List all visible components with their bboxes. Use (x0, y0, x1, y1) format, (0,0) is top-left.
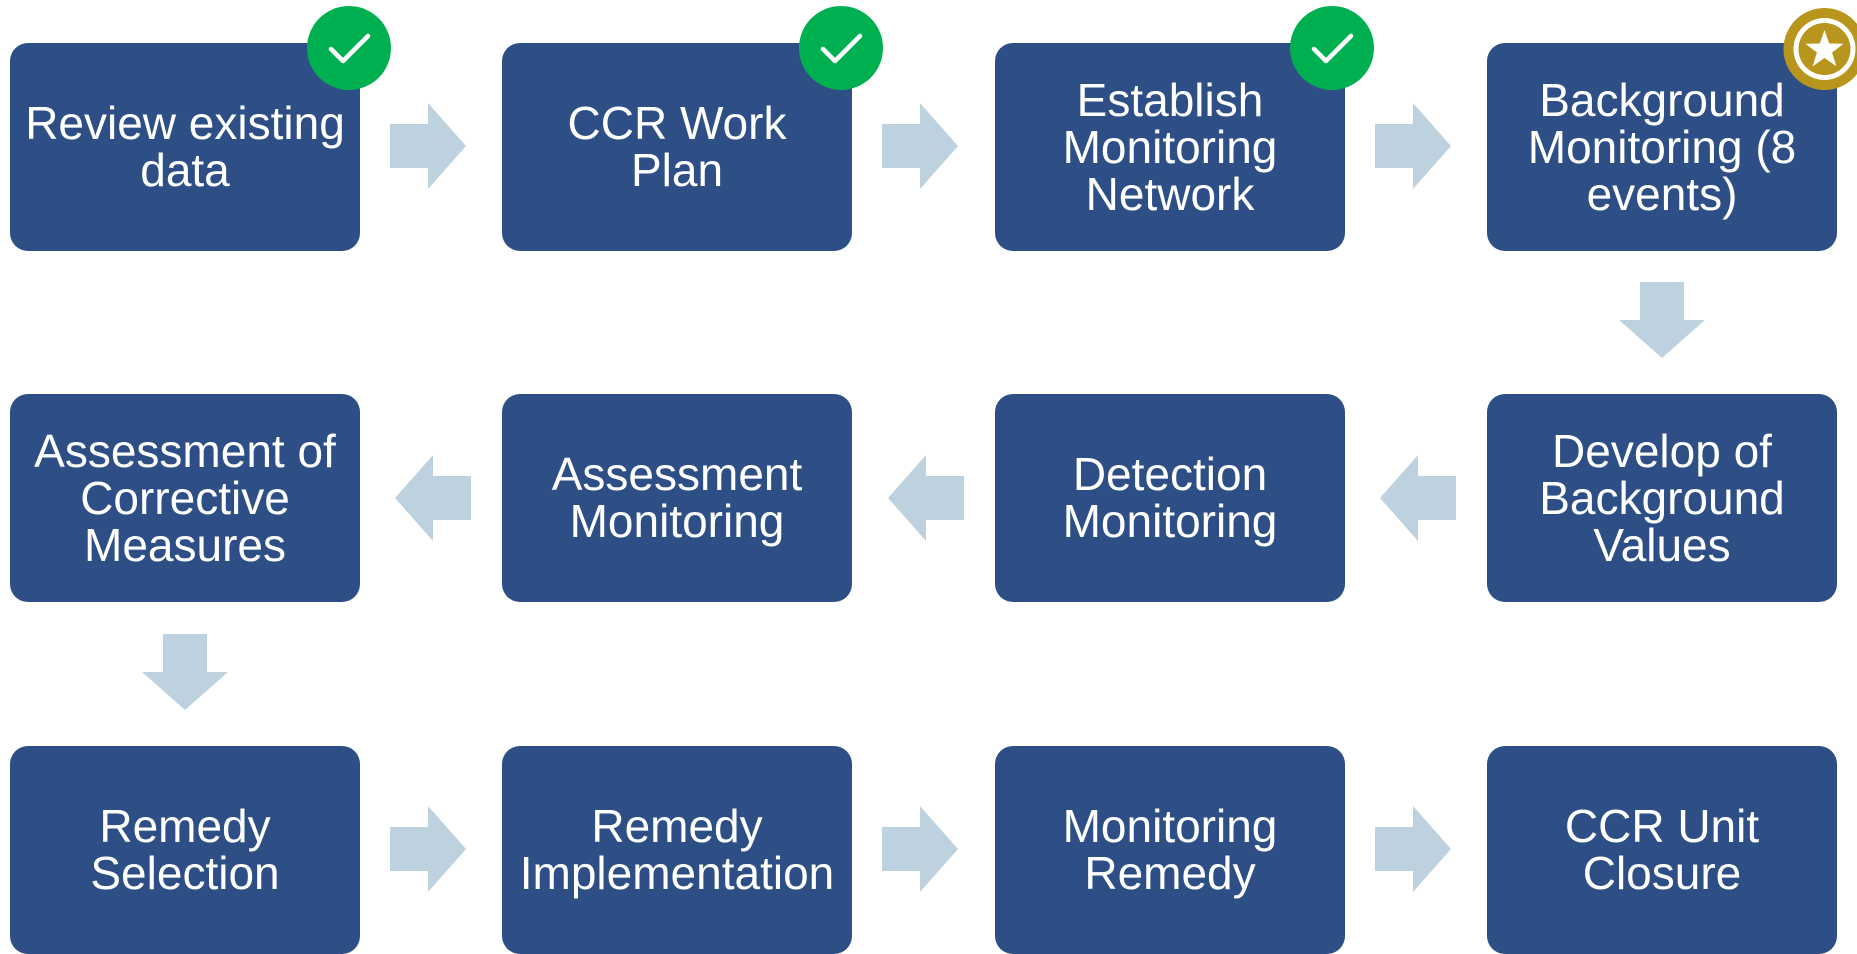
step-label: CCR Work Plan (516, 100, 838, 194)
arrow-left-icon (888, 455, 964, 541)
check-icon (1290, 6, 1374, 90)
arrow-left-icon (395, 455, 471, 541)
step-label: Assessment of Corrective Measures (24, 428, 346, 569)
step-label: Develop of Background Values (1501, 428, 1823, 569)
arrow-right-icon (882, 103, 958, 189)
step-assessment-monitoring: Assessment Monitoring (502, 394, 852, 602)
step-label: CCR Unit Closure (1501, 803, 1823, 897)
step-ccr-unit-closure: CCR Unit Closure (1487, 746, 1837, 954)
arrow-right-icon (1375, 806, 1451, 892)
step-remedy-implementation: Remedy Implementation (502, 746, 852, 954)
step-label: Establish Monitoring Network (1009, 77, 1331, 218)
arrow-right-icon (882, 806, 958, 892)
check-icon (799, 6, 883, 90)
step-monitoring-remedy: Monitoring Remedy (995, 746, 1345, 954)
step-develop-background-values: Develop of Background Values (1487, 394, 1837, 602)
arrow-right-icon (1375, 103, 1451, 189)
step-label: Detection Monitoring (1009, 451, 1331, 545)
arrow-right-icon (390, 806, 466, 892)
check-icon (307, 6, 391, 90)
step-label: Assessment Monitoring (516, 451, 838, 545)
step-detection-monitoring: Detection Monitoring (995, 394, 1345, 602)
step-label: Monitoring Remedy (1009, 803, 1331, 897)
step-label: Background Monitoring (8 events) (1501, 77, 1823, 218)
star-medal-icon (1780, 8, 1857, 92)
step-remedy-selection: Remedy Selection (10, 746, 360, 954)
step-label: Remedy Selection (24, 803, 346, 897)
step-assessment-of-corrective-measures: Assessment of Corrective Measures (10, 394, 360, 602)
step-label: Remedy Implementation (516, 803, 838, 897)
arrow-right-icon (390, 103, 466, 189)
arrow-down-icon (1619, 282, 1705, 358)
arrow-down-icon (142, 634, 228, 710)
arrow-left-icon (1380, 455, 1456, 541)
step-label: Review existing data (24, 100, 346, 194)
